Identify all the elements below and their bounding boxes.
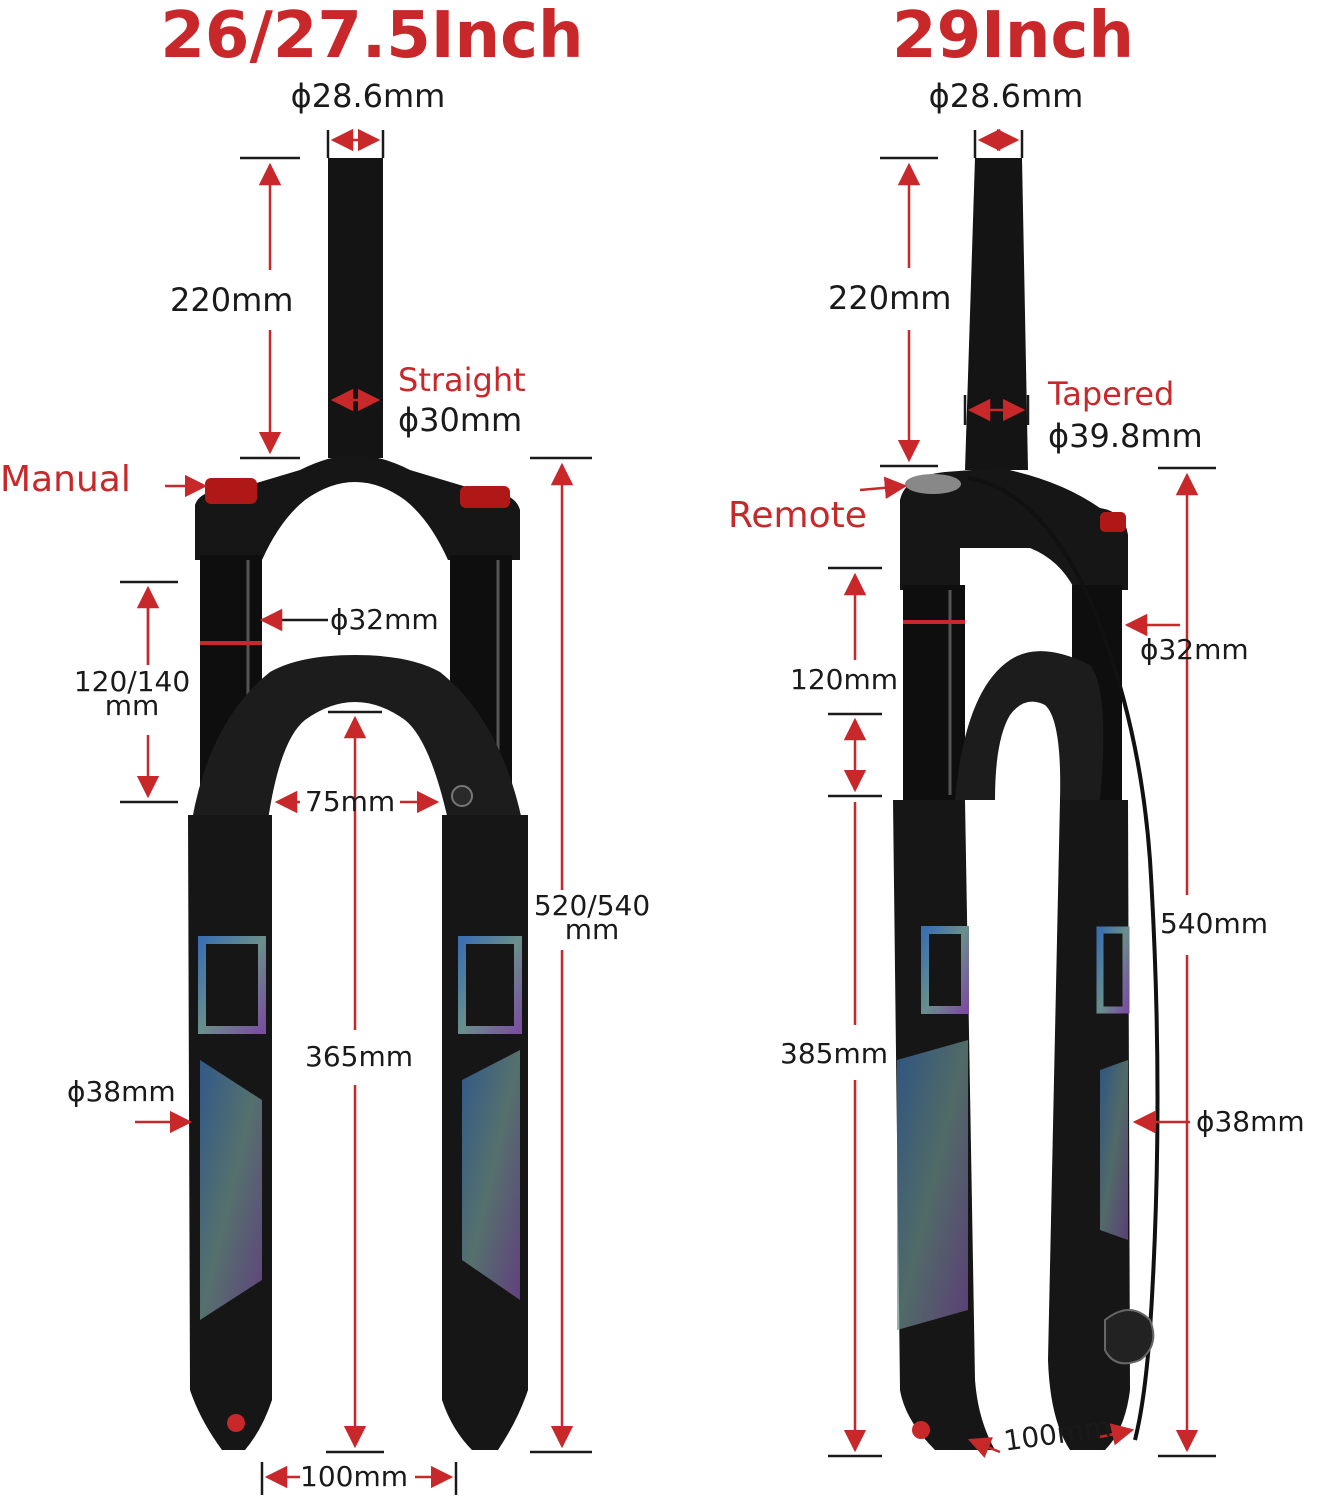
left-axle-to-crown: 365mm	[305, 1040, 413, 1073]
left-total-length-line1: 520/540	[533, 889, 651, 922]
left-travel-line2: mm	[104, 689, 160, 722]
left-crown-type: Straight	[398, 361, 526, 399]
left-travel-line1: 120/140	[73, 665, 191, 698]
left-total-length-line2: mm	[564, 913, 620, 946]
left-steerer-length: 220mm	[170, 281, 294, 319]
left-dimension-lines	[120, 128, 592, 1495]
left-fork-body	[188, 158, 528, 1450]
right-travel: 120mm	[790, 663, 898, 696]
right-title: 29Inch	[892, 0, 1134, 73]
right-stanchion-diameter: ϕ32mm	[1140, 633, 1249, 666]
left-lower-diameter: ϕ38mm	[67, 1075, 176, 1108]
right-axle-to-crown: 385mm	[780, 1037, 888, 1070]
right-crown-type: Tapered	[1048, 375, 1175, 413]
right-fork-body	[893, 158, 1160, 1450]
right-steerer-length: 220mm	[828, 279, 952, 317]
right-dimension-lines	[828, 128, 1216, 1458]
right-steerer-diameter: ϕ28.6mm	[928, 77, 1084, 115]
left-steerer-diameter: ϕ28.6mm	[290, 77, 446, 115]
left-hub-width: 100mm	[300, 1460, 408, 1493]
left-stanchion-diameter: ϕ32mm	[330, 603, 439, 636]
right-crown-diameter: ϕ39.8mm	[1048, 417, 1203, 455]
left-crown-diameter: ϕ30mm	[398, 401, 523, 439]
left-inner-width: 75mm	[305, 785, 396, 818]
left-title: 26/27.5Inch	[160, 0, 584, 73]
right-lockout-label: Remote	[728, 495, 867, 536]
left-lockout-label: Manual	[0, 459, 131, 500]
right-lower-diameter: ϕ38mm	[1196, 1105, 1305, 1138]
right-total-length: 540mm	[1160, 907, 1268, 940]
